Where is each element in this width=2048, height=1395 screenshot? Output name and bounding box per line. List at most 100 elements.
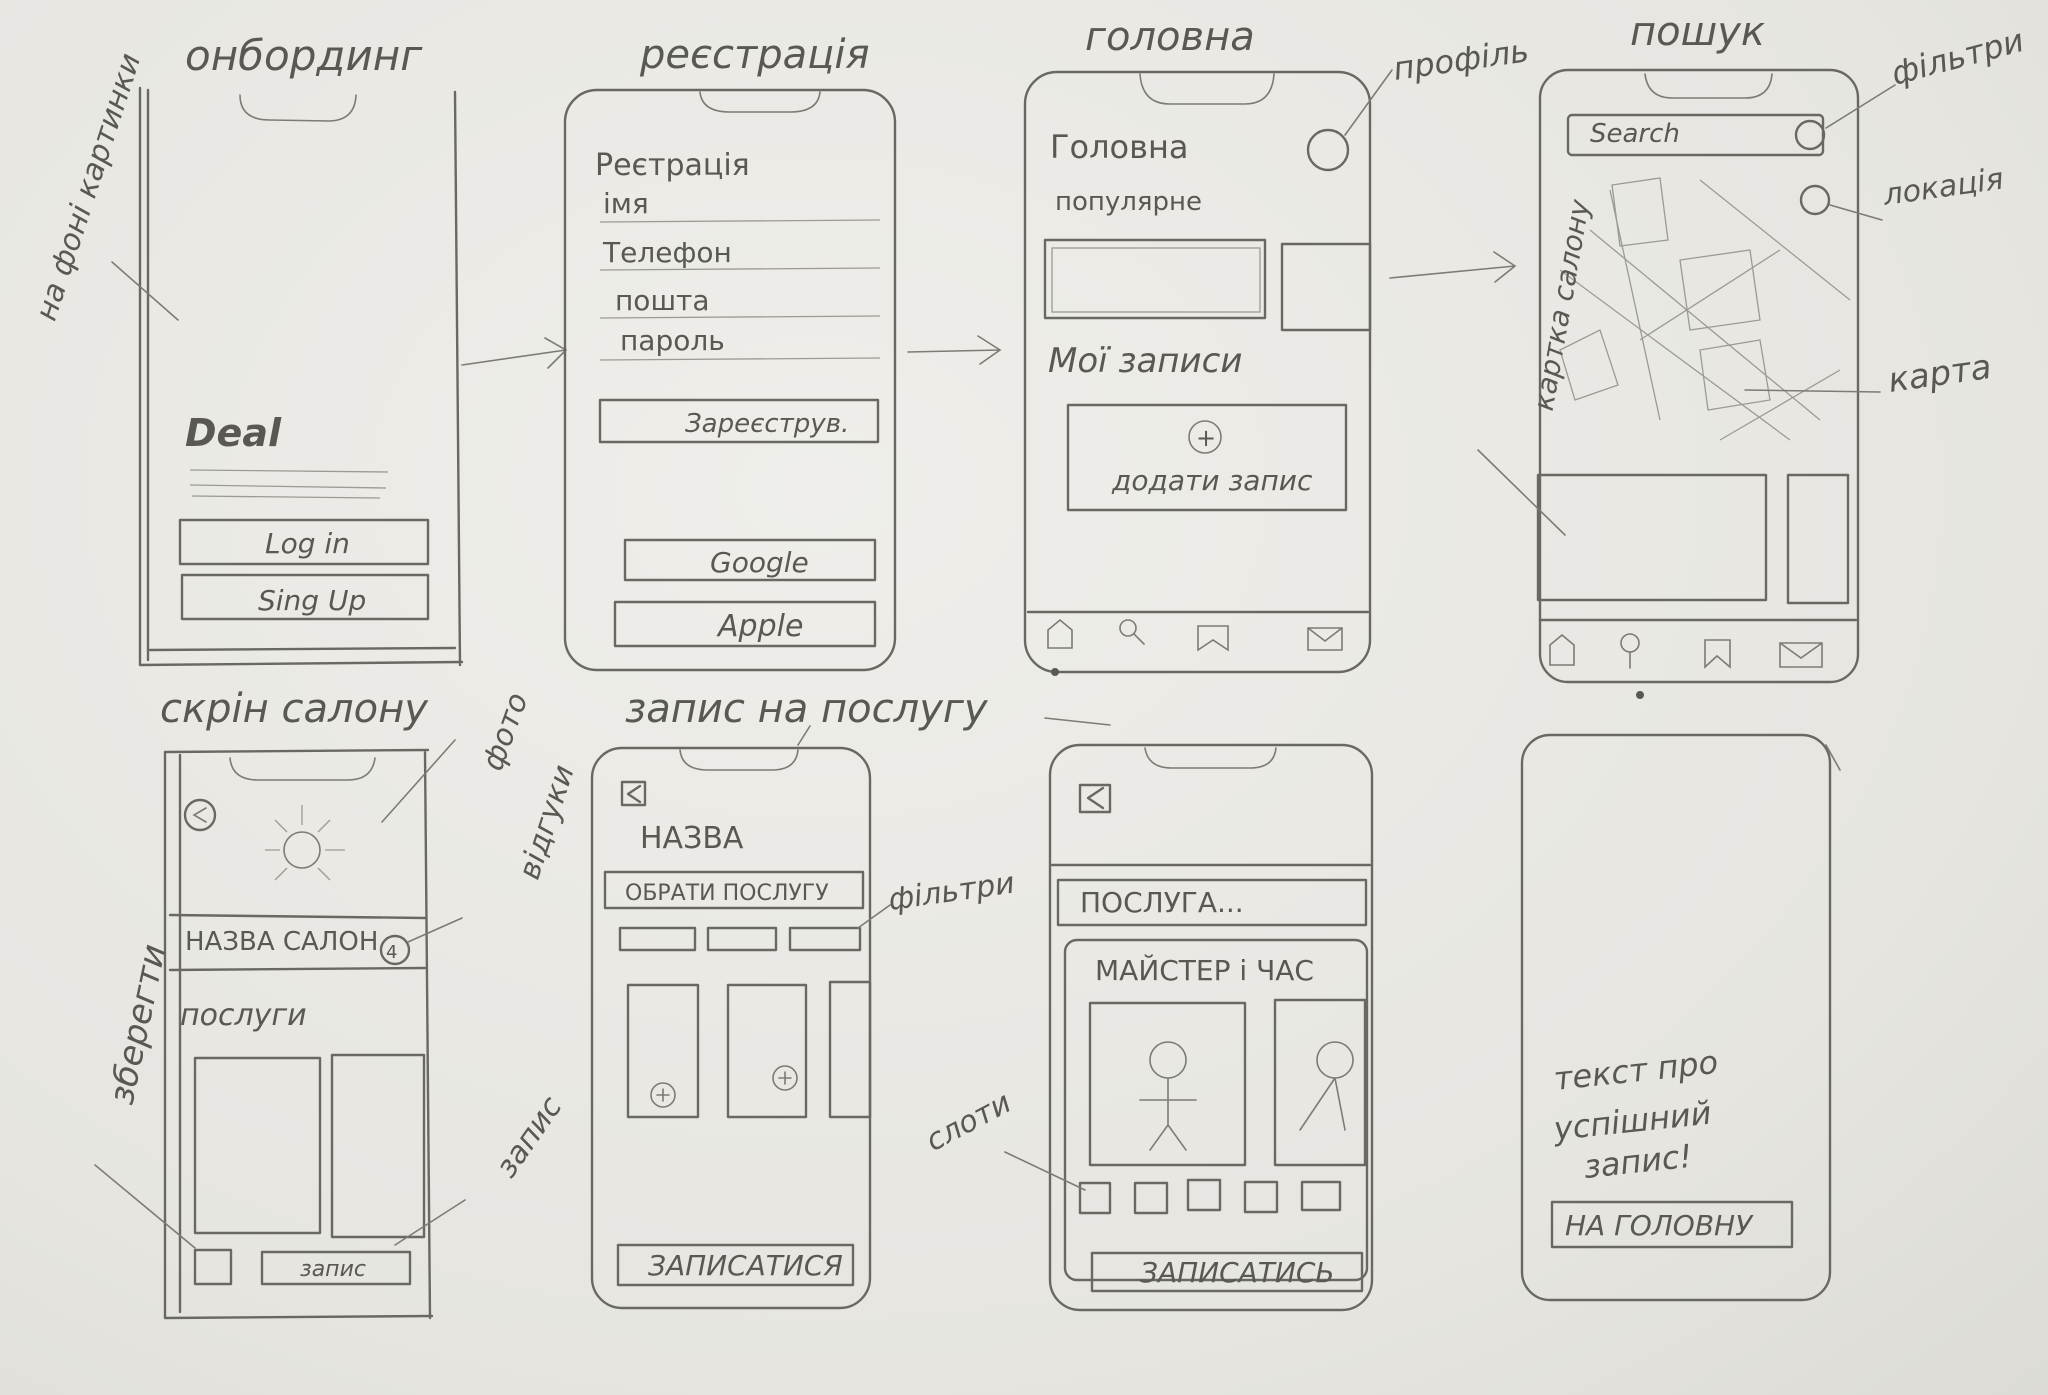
apple-label: Apple [716, 609, 803, 644]
salon-card-peek[interactable] [1786, 473, 1850, 605]
book-master-label: ЗАПИСАТИСЬ [1140, 1256, 1335, 1289]
home-nav-bookmark-icon[interactable] [1197, 625, 1229, 652]
screen-onboarding: онбординг на фоні картинки Deal Log in S… [29, 31, 464, 667]
reviews-badge[interactable] [379, 934, 411, 966]
flow-arrow-1 [461, 337, 568, 369]
flow-arrow-2 [907, 335, 1002, 365]
search-placeholder: Search [1590, 119, 1680, 149]
flow-arrow-3 [1389, 251, 1517, 283]
filter-chip-3[interactable] [788, 926, 862, 952]
onboarding-title: онбординг [185, 31, 423, 80]
screen-success: текст про успішний запис! НА ГОЛОВНУ [1520, 733, 1841, 1302]
master-avatar-icon [1139, 1041, 1197, 1151]
register-button[interactable] [598, 398, 880, 444]
service-option-add-icon-2[interactable] [772, 1065, 798, 1091]
service-filters-note: фільтри [886, 866, 1016, 918]
screen-salon: скрін салону фото НАЗВА САЛОН 4 відгуки … [94, 686, 582, 1320]
filter-chip-1[interactable] [618, 926, 697, 952]
bg-image-note: на фоні картинки [29, 49, 148, 325]
time-slot-1[interactable] [1078, 1181, 1112, 1215]
home-nav-mail-icon[interactable] [1307, 627, 1343, 651]
master-time-panel [1063, 938, 1369, 1282]
save-bookmark-icon[interactable] [193, 1248, 233, 1286]
add-record-card[interactable] [1066, 403, 1348, 512]
salon-name: НАЗВА САЛОН [185, 927, 378, 957]
my-records-label: Мої записи [1048, 341, 1242, 381]
service-card-peek[interactable] [330, 1053, 426, 1239]
popular-card[interactable] [1043, 238, 1267, 320]
popular-label: популярне [1055, 187, 1202, 217]
home-heading: Головна [1050, 128, 1189, 166]
signup-button[interactable] [180, 573, 430, 621]
save-note: зберегти [102, 941, 175, 1108]
master-back-icon[interactable] [1078, 783, 1112, 814]
time-slot-4[interactable] [1243, 1180, 1279, 1214]
signup-label: Sing Up [258, 584, 366, 617]
filters-note: фільтри [1887, 21, 2028, 93]
master-card-peek[interactable] [1273, 998, 1367, 1167]
screen-registration: реєстрація Реєтрація імя Телефон пошта п… [563, 32, 897, 672]
logo-text: Deal [185, 411, 282, 455]
salon-rating: 4 [386, 942, 397, 963]
screen-service-booking: запис на послугу НАЗВА ОБРАТИ ПОСЛУГУ фі… [590, 686, 1111, 1310]
screen-master: ПОСЛУГА... МАЙСТЕР і ЧАС слоти ЗАПИСАТИС… [920, 743, 1374, 1312]
login-button[interactable] [178, 518, 430, 566]
add-plus: + [1196, 424, 1216, 452]
registration-heading: Реєтрація [595, 148, 750, 183]
go-home-label: НА ГОЛОВНУ [1565, 1209, 1754, 1242]
service-option-card-1[interactable] [626, 983, 700, 1119]
book-button-label: запис [300, 1257, 366, 1282]
salon-photo-icon [265, 805, 345, 881]
time-slot-5[interactable] [1300, 1180, 1342, 1212]
search-nav-mail-icon[interactable] [1779, 642, 1823, 668]
password-field-label: пароль [620, 324, 725, 357]
service-card[interactable] [193, 1056, 322, 1235]
time-slot-2[interactable] [1133, 1181, 1169, 1215]
location-icon[interactable] [1799, 184, 1831, 216]
add-record-label: додати запис [1111, 464, 1313, 497]
home-nav-home-icon[interactable] [1047, 618, 1073, 649]
time-slot-3[interactable] [1186, 1178, 1222, 1212]
service-option-card-2[interactable] [726, 983, 808, 1119]
salon-back-icon[interactable] [183, 798, 217, 832]
filters-icon[interactable] [1794, 119, 1826, 151]
google-label: Google [710, 546, 809, 579]
email-field-label: пошта [615, 284, 710, 317]
salon-card[interactable] [1536, 473, 1768, 602]
search-nav-search-icon[interactable] [1620, 633, 1640, 669]
book-button[interactable] [260, 1250, 412, 1286]
apple-button[interactable] [613, 600, 877, 648]
add-icon[interactable] [1188, 420, 1222, 454]
go-home-button[interactable] [1550, 1200, 1794, 1249]
map-note: карта [1886, 347, 1994, 401]
service-back-icon[interactable] [620, 780, 647, 807]
choose-service-field[interactable] [603, 870, 865, 910]
book-service-button[interactable] [616, 1243, 855, 1287]
screen-home: головна Головна профіль популярне Мої за… [1023, 14, 1531, 676]
search-nav-bookmark-icon[interactable] [1704, 639, 1731, 669]
home-title: головна [1085, 14, 1255, 60]
reviews-note: відгуки [512, 761, 582, 884]
master-avatar-peek-icon [1299, 1041, 1354, 1131]
screen-search: пошук Search фільтри локація карта картк… [1477, 9, 2028, 699]
popular-card-peek[interactable] [1280, 242, 1372, 332]
master-card[interactable] [1088, 1001, 1247, 1167]
phone-field-label: Телефон [602, 236, 732, 269]
location-note: локація [1880, 161, 2006, 213]
book-service-label: ЗАПИСАТИСЯ [648, 1249, 843, 1282]
book-master-button[interactable] [1090, 1251, 1364, 1293]
service-salon-name: НАЗВА [640, 821, 744, 856]
service-option-card-peek[interactable] [828, 980, 872, 1119]
google-button[interactable] [623, 538, 877, 582]
service-select[interactable] [1056, 878, 1368, 927]
home-nav-search-icon[interactable] [1119, 619, 1145, 645]
map-area[interactable] [1559, 177, 1851, 441]
profile-avatar-icon[interactable] [1306, 128, 1350, 172]
booking-note: запис [489, 1090, 570, 1184]
search-nav-home-icon[interactable] [1549, 633, 1575, 666]
service-option-add-icon-1[interactable] [650, 1082, 676, 1108]
login-label: Log in [265, 527, 350, 560]
filter-chip-2[interactable] [706, 926, 778, 952]
service-booking-title: запис на послугу [625, 686, 989, 732]
